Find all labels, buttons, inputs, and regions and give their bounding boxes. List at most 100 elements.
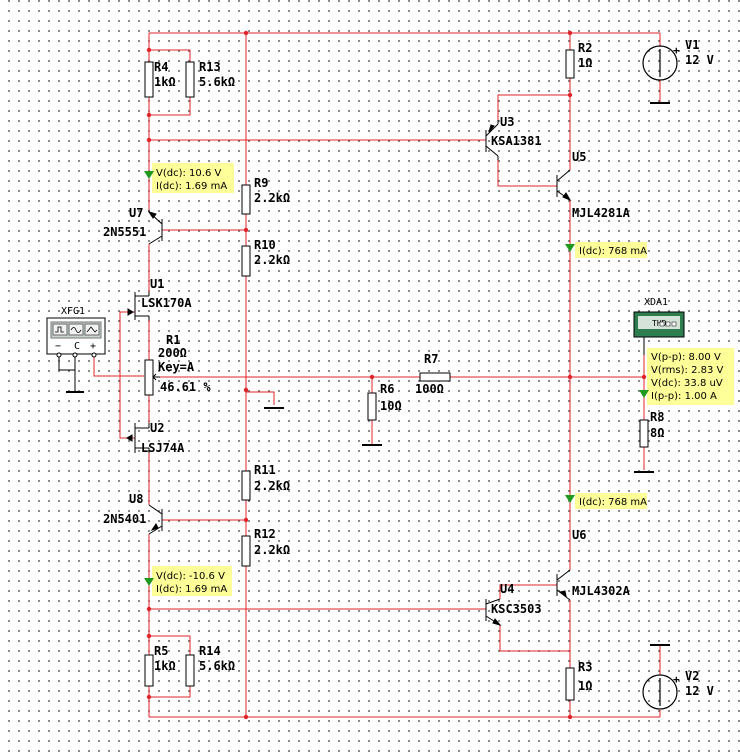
wire-xfg [93, 355, 144, 377]
wire-output [643, 355, 645, 470]
distortion-analyzer-xda1[interactable]: THD [633, 311, 685, 355]
junction [146, 694, 152, 700]
xfg1-label: XFG1 [61, 306, 85, 317]
probe-u6-emitter[interactable]: I(dc): 768 mA [565, 493, 647, 509]
transistor-u6[interactable] [556, 569, 571, 601]
r9-name: R9 [254, 176, 268, 190]
r7-value: 100Ω [415, 382, 444, 396]
svg-text:−: − [55, 341, 61, 352]
probe-arrow-icon [565, 244, 575, 252]
r4-value: 1kΩ [154, 75, 176, 89]
svg-text:+: + [673, 673, 680, 686]
resistor-r1[interactable] [144, 359, 154, 396]
resistor-r7[interactable] [419, 372, 451, 382]
probe-u8-emitter[interactable]: V(dc): -10.6 V I(dc): 1.69 mA [144, 566, 232, 596]
r11-name: R11 [254, 463, 276, 477]
svg-text:+: + [673, 44, 680, 57]
r7-name: R7 [424, 352, 438, 366]
probe-u5-emitter[interactable]: I(dc): 768 mA [565, 242, 647, 258]
resistor-r10[interactable] [241, 245, 251, 277]
dc-source-v1[interactable]: + [642, 44, 680, 81]
transistor-u3[interactable] [485, 120, 499, 160]
junction [146, 137, 152, 143]
u3-value: KSA1381 [491, 134, 542, 148]
v2-value: 12 V [685, 684, 714, 698]
r12-value: 2.2kΩ [254, 543, 290, 557]
component-labels: XFG1 XDA1 R4 1kΩ R13 5.6kΩ R2 1Ω V1 12 V… [61, 38, 714, 698]
jfet-u2[interactable] [126, 423, 150, 453]
u8-value: 2N5401 [103, 512, 146, 526]
r1-setting: 46.61 % [160, 380, 211, 394]
resistor-r3[interactable] [565, 667, 575, 701]
grounds [66, 102, 670, 646]
u2-value: LSJ74A [141, 441, 185, 455]
junction [146, 633, 152, 639]
wire-r2-u3 [497, 33, 571, 120]
transistor-u4[interactable] [485, 598, 502, 626]
r2-value: 1Ω [578, 56, 592, 70]
u5-name: U5 [572, 150, 586, 164]
probe-text: I(dc): 768 mA [579, 246, 647, 257]
wire-u3-u5 [497, 160, 557, 187]
jfet-u1[interactable] [127, 292, 150, 320]
resistor-r5[interactable] [144, 654, 154, 687]
r3-value: 1Ω [578, 679, 592, 693]
probe-text: I(dc): 1.69 mA [156, 181, 227, 192]
r10-name: R10 [254, 238, 276, 252]
r1-name: R1 [166, 333, 180, 347]
u4-value: KSC3503 [491, 602, 542, 616]
r12-name: R12 [254, 527, 276, 541]
r14-name: R14 [199, 644, 221, 658]
r6-name: R6 [380, 382, 394, 396]
junction [369, 374, 375, 380]
r1-key: Key=A [158, 360, 195, 374]
junction [567, 30, 573, 36]
u1-value: LSK170A [141, 296, 192, 310]
transistor-u8[interactable] [148, 504, 163, 535]
junctions [146, 30, 647, 720]
v1-name: V1 [685, 38, 699, 52]
r14-value: 5.6kΩ [199, 659, 235, 673]
junction [243, 30, 249, 36]
probe-text: I(dc): 768 mA [579, 497, 647, 508]
r6-value: 10Ω [380, 399, 402, 413]
junction [146, 47, 152, 53]
junction [567, 374, 573, 380]
u6-value: MJL4302A [572, 584, 631, 598]
r3-name: R3 [578, 660, 592, 674]
transistors [126, 120, 572, 626]
transistor-u5[interactable] [556, 169, 572, 202]
dc-source-v2[interactable]: + [642, 673, 680, 710]
u7-value: 2N5551 [103, 225, 146, 239]
u3-name: U3 [500, 115, 514, 129]
resistor-r6[interactable] [367, 392, 377, 421]
wire-r5-r14 [148, 609, 191, 717]
potentiometer-wiper-arrow [152, 373, 160, 381]
resistor-r14[interactable] [185, 654, 195, 687]
v1-value: 12 V [685, 53, 714, 67]
wire-u6 [499, 560, 571, 660]
probe-u7-emitter[interactable]: V(dc): 10.6 V I(dc): 1.69 mA [144, 163, 234, 193]
resistor-r2[interactable] [565, 49, 575, 79]
probes: V(dc): 10.6 V I(dc): 1.69 mA I(dc): 768 … [144, 163, 734, 596]
r1-value: 200Ω [158, 346, 187, 360]
function-generator-xfg1[interactable]: − C + [46, 317, 106, 358]
resistor-r4[interactable] [144, 61, 154, 98]
transistor-u7[interactable] [147, 210, 163, 245]
svg-text:+: + [90, 341, 96, 352]
v2-name: V2 [685, 669, 699, 683]
wires [93, 32, 661, 718]
u6-name: U6 [572, 528, 586, 542]
resistor-r8[interactable] [639, 419, 649, 448]
u8-name: U8 [129, 492, 143, 506]
resistor-r11[interactable] [241, 470, 251, 501]
u7-name: U7 [129, 206, 143, 220]
probe-output[interactable]: V(p-p): 8.00 V V(rms): 2.83 V V(dc): 33.… [639, 348, 734, 405]
resistor-r13[interactable] [185, 61, 195, 98]
probe-text: V(dc): -10.6 V [156, 571, 225, 582]
xda1-label: XDA1 [644, 297, 668, 308]
resistor-r12[interactable] [241, 535, 251, 567]
wire-ground-mid [246, 391, 275, 405]
resistor-r9[interactable] [241, 184, 251, 215]
